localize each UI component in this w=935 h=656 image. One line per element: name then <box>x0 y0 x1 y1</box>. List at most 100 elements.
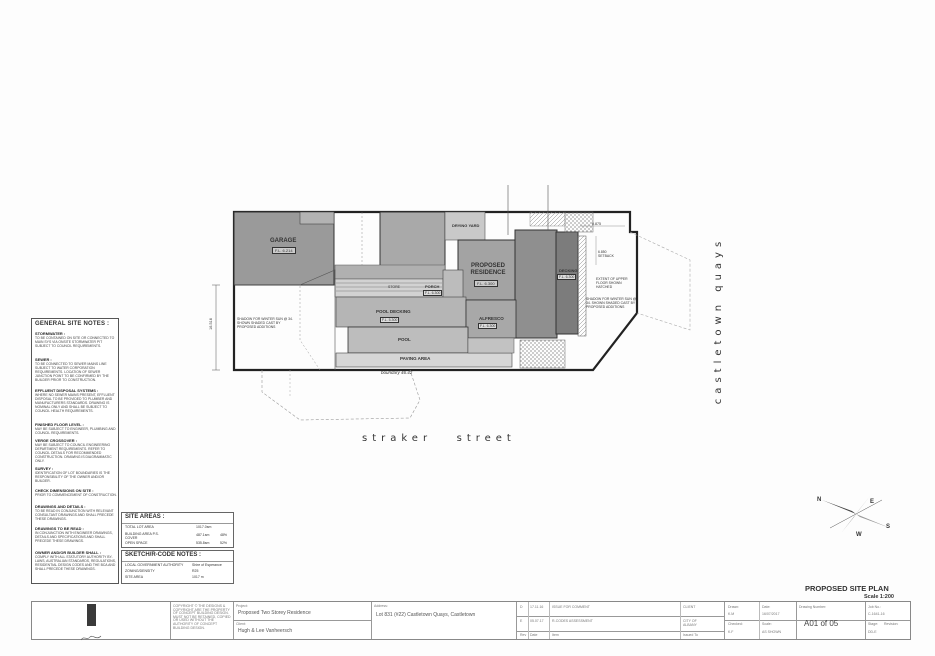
date-label: Date: <box>762 605 771 609</box>
porch-fl: F.L. 6.300 <box>423 290 443 296</box>
note-dimensions: CHECK DIMENSIONS ON SITE :PRIOR TO COMME… <box>35 488 117 498</box>
site-areas-box: SITE AREAS : TOTAL LOT AREA 1017.0sm BUI… <box>121 512 234 548</box>
scale-value: AS SHOWN <box>762 630 782 634</box>
site-area-label: TOTAL LOT AREA <box>125 525 154 529</box>
site-area-label: BUILDING AREA P.S. COVER <box>125 532 159 540</box>
project-value: Proposed Two Storey Residence <box>238 610 311 616</box>
sheet-title: PROPOSED SITE PLAN <box>805 584 889 593</box>
project-label: Project: <box>236 604 248 608</box>
general-site-notes: GENERAL SITE NOTES : STORMWATER :TO BE C… <box>31 318 119 584</box>
drying-yard-label: DRYING YARD <box>452 223 480 228</box>
general-notes-title: GENERAL SITE NOTES : <box>35 321 110 327</box>
decking-label: DECKING <box>559 268 578 273</box>
rev-letter: D <box>520 605 523 609</box>
copyright-note: COPYRIGHT © THE DESIGNS & COPYRIGHT ARE … <box>173 604 231 630</box>
site-area-pct: 52% <box>220 541 228 545</box>
street-right-label: castletown quays <box>713 236 725 405</box>
compass-icon <box>822 496 890 532</box>
rev-item: ISSUE FOR COMMENT <box>552 605 590 609</box>
store-label: STORE <box>388 285 400 289</box>
decking-fl: F.L. 6.300 <box>557 274 577 280</box>
company-logo <box>87 604 96 626</box>
rev-header: Issued To <box>683 633 698 637</box>
residence-fl: F.L. 6.300 <box>474 280 498 287</box>
pool-decking-label: POOL DECKING <box>376 309 411 314</box>
dim-right-mid: 6.850 SETBACK <box>598 250 614 258</box>
rcode-value: R25 <box>192 569 199 573</box>
rcode-notes-box: SKETCH/R-CODE NOTES : LOCAL GOVERNMENT A… <box>121 550 234 584</box>
note-drawings: DRAWINGS AND DETAILS :TO BE READ IN CONJ… <box>35 504 114 522</box>
residence-label: PROPOSED RESIDENCE <box>470 263 506 276</box>
site-areas-title: SITE AREAS : <box>125 514 165 520</box>
pool <box>347 326 469 354</box>
rev-date: 05.07.17 <box>530 619 544 623</box>
job-label: Job No.: <box>868 605 882 609</box>
compass-n: N <box>817 497 822 503</box>
compass-w: W <box>856 532 862 538</box>
address-value: Lot 831 (#22) Castletown Quays, Castleto… <box>376 612 476 618</box>
site-area-label: OPEN SPACE <box>125 541 148 545</box>
porch-label: PORCH <box>425 284 440 289</box>
drawn-value: K.M <box>728 612 735 616</box>
client-label: Client: <box>236 622 246 626</box>
note-read: DRAWINGS TO BE READ :IN CONJUNCTION WITH… <box>35 526 113 544</box>
site-area-pct: 48% <box>220 533 228 537</box>
date-value: 16/07/2017 <box>762 612 780 616</box>
alfresco-fl: F.L. 6.300 <box>478 323 498 329</box>
rev-date: 17.11.16 <box>530 605 544 609</box>
shadow-note-left: SHADOW FOR WINTER SUN @ 34. SHOWN SHADED… <box>237 317 293 329</box>
rcode-value: Shire of Esperance <box>192 563 222 567</box>
note-verge: VERGE CROSSOVER :MAY BE SUBJECT TO COUNC… <box>35 438 112 464</box>
note-owner: OWNER AND/OR BUILDER SHALL :COMPLY WITH … <box>35 550 116 572</box>
stage-label: Stage: <box>868 622 879 626</box>
rcode-title: SKETCH/R-CODE NOTES : <box>125 552 202 558</box>
checked-label: Checked: <box>728 622 743 626</box>
paving-area <box>335 352 513 368</box>
dim-right-top: 0.875 <box>592 222 601 226</box>
pool-decking-fl: F.L. 5.300 <box>380 317 400 323</box>
rev-header: Item <box>552 633 559 637</box>
drawing-number-label: Drawing Number: <box>799 605 827 609</box>
dim-left: 16.516 <box>208 318 213 330</box>
rev-letter: E <box>520 619 523 623</box>
drawn-label: Drawn: <box>728 605 740 609</box>
street-bottom-label: straker street <box>362 433 516 444</box>
rev-item: R-CODES ASSESSMENT <box>552 619 593 623</box>
site-area-value: 487.1sm <box>196 533 210 537</box>
garage-fl: F.L. 6.214 <box>272 247 296 254</box>
shadow-note-right: SHADOW FOR WINTER SUN @ 34. SHOWN SHADED… <box>586 297 637 309</box>
upper-floor-note: EXTENT OF UPPER FLOOR SHOWN HATCHED <box>596 277 628 289</box>
note-effluent: EFFLUENT DISPOSAL SYSTEMS :WHERE NO SEWE… <box>35 388 115 414</box>
rcode-label: ZONING/DENSITY <box>125 569 155 573</box>
signature-icon <box>80 629 102 641</box>
rev-issued: CLIENT <box>683 605 696 609</box>
note-sewer: SEWER :TO BE CONNECTED TO SEWER MAINS LI… <box>35 357 109 383</box>
paving-area-label: PAVING AREA <box>400 356 431 361</box>
revision-label: Revision: <box>884 622 899 626</box>
site-area-value: 1017.0sm <box>196 525 212 529</box>
boundary-label: boundary 46.42 <box>381 370 413 375</box>
rcode-label: LOCAL GOVERNMENT AUTHORITY <box>125 563 184 567</box>
pool-label: POOL <box>398 337 411 342</box>
compass-s: S <box>886 524 891 530</box>
stage-value: DD-E <box>868 630 877 634</box>
address-label: Address: <box>374 604 388 608</box>
alfresco <box>465 299 517 339</box>
drawing-number: A01 of 05 <box>804 619 839 628</box>
note-stormwater: STORMWATER :TO BE CONTAINED ON SITE OR C… <box>35 331 115 349</box>
rev-header: Rev <box>520 633 527 637</box>
client-value: Hugh & Lee Vanheersch <box>238 628 293 634</box>
sheet-scale: Scale 1:200 <box>864 594 894 600</box>
rcode-label: SITE AREA <box>125 575 144 579</box>
note-floor-level: FINISHED FLOOR LEVEL :MAY BE SUBJECT TO … <box>35 422 116 436</box>
site-area-value: 535.8sm <box>196 541 210 545</box>
checked-value: K.F <box>728 630 734 634</box>
title-block: COPYRIGHT © THE DESIGNS & COPYRIGHT ARE … <box>31 601 911 641</box>
alfresco-label: ALFRESCO <box>479 316 504 321</box>
rev-issued: CITY OF ALBANY <box>683 619 697 627</box>
lot-boundary <box>232 210 639 372</box>
note-survey: SURVEY :IDENTIFICATION OF LOT BOUNDARIES… <box>35 466 110 484</box>
rev-header: Date <box>530 633 538 637</box>
compass-e: E <box>870 499 875 505</box>
